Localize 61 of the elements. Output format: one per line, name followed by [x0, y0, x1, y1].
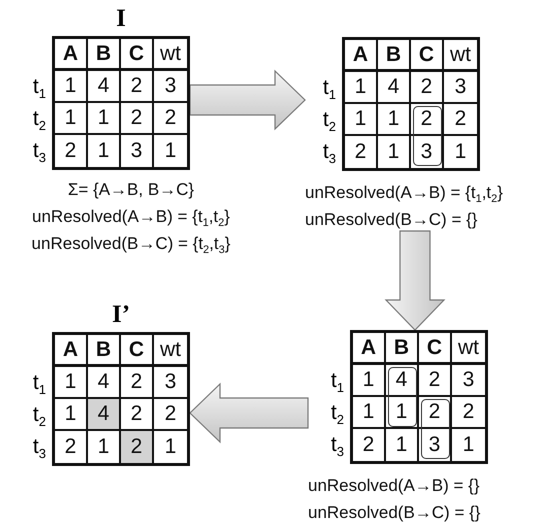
table-cell: 1 — [55, 103, 88, 135]
table-cell: 4 — [378, 72, 411, 104]
constraint-text: unResolved(A→B) = {} — [308, 475, 480, 497]
column-header: B — [378, 40, 411, 72]
table-title: I’ — [110, 300, 132, 330]
constraint-text: Σ= {A→B, B→C} — [68, 179, 194, 201]
constraint-text: unResolved(B→C) = {t$_{2}$,t$_{3}$} — [32, 233, 230, 255]
row-label: t$_{2}$ — [330, 400, 345, 429]
column-header: B — [88, 39, 121, 71]
row-label: t$_{2}$ — [32, 106, 47, 135]
table-cell: 1 — [345, 72, 378, 104]
table-cell: 1 — [353, 397, 386, 429]
column-header: C — [419, 333, 452, 365]
row-label: t$_{3}$ — [32, 434, 47, 463]
table-cell: 4 — [88, 399, 121, 431]
row-label: t$_{1}$ — [32, 74, 47, 103]
table-cell: 1 — [378, 104, 411, 136]
block-arrow — [189, 70, 306, 130]
row-label: t$_{1}$ — [330, 368, 345, 397]
table-cell: 1 — [386, 397, 419, 429]
column-header: C — [121, 335, 154, 367]
constraint-text: unResolved(B→C) = {} — [305, 209, 478, 231]
table-cell: 4 — [386, 365, 419, 397]
constraint-text: unResolved(A→B) = {t$_{1}$,t$_{2}$} — [32, 206, 230, 228]
column-header: B — [88, 335, 121, 367]
table-cell: 2 — [121, 103, 154, 135]
table-cell: 2 — [419, 397, 452, 429]
table-cell: 1 — [55, 71, 88, 103]
table-cell: 1 — [88, 103, 121, 135]
constraint-text: unResolved(B→C) = {} — [308, 502, 480, 524]
constraint-text: unResolved(A→B) = {t$_{1}$,t$_{2}$} — [305, 182, 503, 204]
table-title: I — [115, 4, 127, 34]
table-cell: 4 — [88, 367, 121, 399]
table-cell: 1 — [55, 399, 88, 431]
row-label: t$_{3}$ — [32, 138, 47, 167]
row-label: t$_{1}$ — [32, 370, 47, 399]
table-cell: 2 — [411, 104, 444, 136]
row-label: t$_{1}$ — [322, 75, 337, 104]
row-label: t$_{3}$ — [330, 432, 345, 461]
block-arrow — [384, 230, 446, 331]
column-header: C — [411, 40, 444, 72]
column-header: A — [345, 40, 378, 72]
table-cell: 2 — [121, 367, 154, 399]
table-cell: 2 — [121, 71, 154, 103]
row-label: t$_{2}$ — [322, 107, 337, 136]
table-cell: 2 — [419, 365, 452, 397]
table-cell: 2 — [121, 431, 154, 463]
column-header: B — [386, 333, 419, 365]
table-cell: 2 — [121, 399, 154, 431]
column-header: A — [55, 39, 88, 71]
column-header: A — [353, 333, 386, 365]
table-cell: 1 — [345, 104, 378, 136]
row-label: t$_{3}$ — [322, 139, 337, 168]
column-header: A — [55, 335, 88, 367]
row-label: t$_{2}$ — [32, 402, 47, 431]
table-cell: 1 — [353, 365, 386, 397]
block-arrow — [189, 382, 309, 444]
column-header: C — [121, 39, 154, 71]
table-cell: 4 — [88, 71, 121, 103]
table-cell: 1 — [55, 367, 88, 399]
table-cell: 2 — [411, 72, 444, 104]
